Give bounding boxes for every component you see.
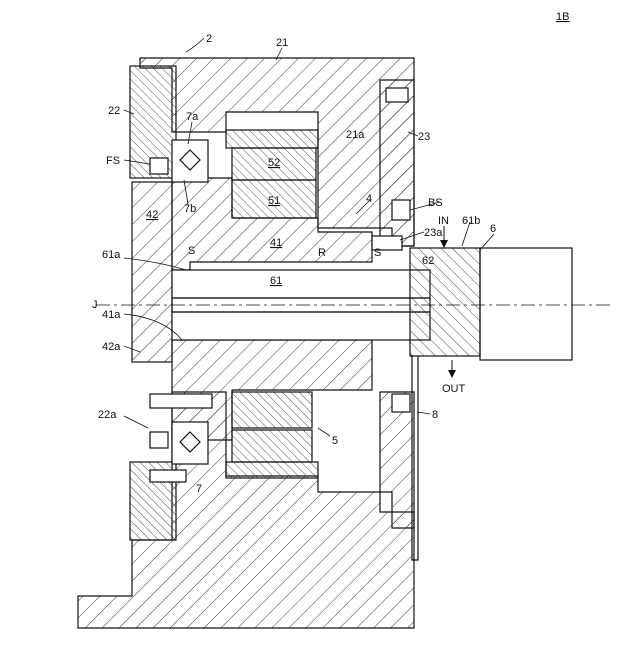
- bearing-7: [172, 422, 208, 464]
- leader-2: [186, 38, 204, 52]
- label-j: J: [92, 299, 98, 311]
- seal-22a: [150, 432, 168, 448]
- label-bs: BS: [428, 197, 443, 209]
- shaft-61-lower: [172, 312, 430, 340]
- label-8: 8: [432, 409, 438, 421]
- bearing-7a: [172, 140, 208, 182]
- stator-core-upper: [226, 130, 318, 148]
- label-6: 6: [490, 223, 496, 235]
- label-7b: 7b: [184, 203, 196, 215]
- leader-22a: [124, 416, 148, 428]
- seal-bs: [392, 200, 410, 220]
- bolt-23: [386, 88, 408, 102]
- label-42a: 42a: [102, 341, 121, 353]
- cover-23: [380, 80, 414, 246]
- label-21: 21: [276, 37, 288, 49]
- seal-fs: [150, 158, 168, 174]
- label-42: 42: [146, 209, 158, 221]
- label-s1: S: [188, 245, 195, 257]
- shaft-61: [172, 270, 430, 298]
- label-in: IN: [438, 215, 449, 227]
- bolt-42: [150, 394, 212, 408]
- label-fs: FS: [106, 155, 120, 167]
- label-7a: 7a: [186, 111, 199, 123]
- figure-id: 1B: [556, 11, 569, 23]
- label-62: 62: [422, 255, 434, 267]
- in-arrowhead: [440, 240, 448, 248]
- label-41: 41: [270, 237, 282, 249]
- label-out: OUT: [442, 383, 466, 395]
- label-s2: S: [374, 247, 381, 259]
- stator-5b: [232, 430, 312, 462]
- label-61b: 61b: [462, 215, 480, 227]
- stator-core-lower: [226, 462, 318, 478]
- label-61a: 61a: [102, 249, 121, 261]
- label-r: R: [318, 247, 326, 259]
- label-4: 4: [366, 193, 372, 205]
- label-21a: 21a: [346, 129, 365, 141]
- label-2: 2: [206, 33, 212, 45]
- bolt-22: [150, 470, 186, 482]
- label-22a: 22a: [98, 409, 117, 421]
- leader-8: [418, 412, 430, 414]
- leader-5: [318, 428, 330, 436]
- seal-lower: [392, 394, 410, 412]
- stator-5a: [232, 392, 312, 428]
- label-22: 22: [108, 105, 120, 117]
- label-23: 23: [418, 131, 430, 143]
- label-41a: 41a: [102, 309, 121, 321]
- label-7: 7: [196, 483, 202, 495]
- rotary-joint-62: [410, 248, 480, 356]
- label-23a: 23a: [424, 227, 443, 239]
- label-51: 51: [268, 195, 280, 207]
- pipe-6: [480, 248, 572, 360]
- label-52: 52: [268, 157, 280, 169]
- out-arrowhead: [448, 370, 456, 378]
- label-5: 5: [332, 435, 338, 447]
- label-61: 61: [270, 275, 282, 287]
